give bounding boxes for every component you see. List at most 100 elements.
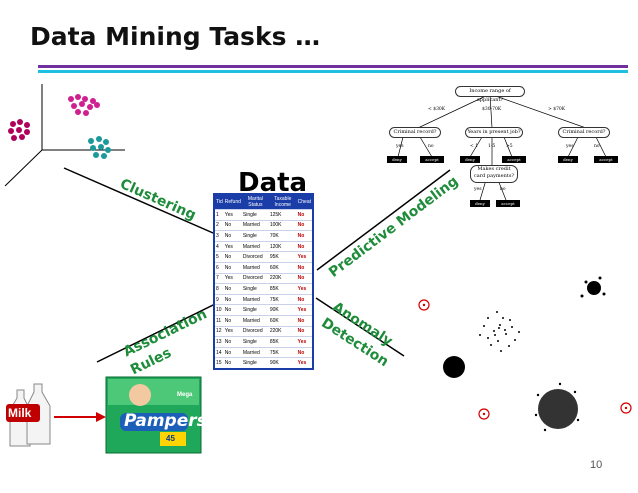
table-cell: No xyxy=(296,240,313,252)
table-cell: No xyxy=(223,336,242,348)
table-cell: 70K xyxy=(268,230,297,242)
table-cell: 220K xyxy=(268,272,297,284)
table-cell: 90K xyxy=(268,304,297,316)
table-cell: No xyxy=(296,261,313,274)
table-cell: Single xyxy=(241,336,269,348)
table-cell: 2 xyxy=(214,219,224,231)
table-cell: Yes xyxy=(296,251,313,263)
table-cell: Single xyxy=(241,304,269,316)
pampers-count: 45 xyxy=(166,434,175,443)
slide-title: Data Mining Tasks … xyxy=(30,22,321,51)
tree-leaf-deny-2: deny xyxy=(460,156,480,163)
table-cell: 10 xyxy=(214,304,224,316)
table-cell: No xyxy=(223,261,242,274)
anomaly-cluster-top-right xyxy=(580,276,606,298)
milk-label: Milk xyxy=(8,406,32,420)
table-cell: 9 xyxy=(214,293,224,305)
tree-node-criminal-right: Criminal record? xyxy=(558,127,610,138)
table-header-cell: Marital Status xyxy=(241,194,269,210)
table-cell: Single xyxy=(241,230,269,242)
table-cell: 3 xyxy=(214,230,224,242)
anomaly-outliers xyxy=(418,299,632,420)
table-cell: Married xyxy=(241,240,269,252)
tree-edge-yes-credit: yes xyxy=(474,187,482,192)
table-cell: Yes xyxy=(223,272,242,284)
table-cell: No xyxy=(296,230,313,242)
table-header-cell: Tid xyxy=(214,194,224,210)
tree-edge-yes: yes xyxy=(396,144,404,149)
tree-edge-1to5: 1-5 xyxy=(488,144,496,149)
table-cell: Divorced xyxy=(241,272,269,284)
table-cell: No xyxy=(223,357,242,369)
table-cell: Yes xyxy=(223,209,242,221)
predictive-connector xyxy=(316,169,451,271)
table-cell: 4 xyxy=(214,240,224,252)
table-cell: 85K xyxy=(268,336,297,348)
table-cell: Single xyxy=(241,283,269,295)
clustering-connector xyxy=(63,167,237,244)
table-cell: Married xyxy=(241,314,269,327)
table-cell: Single xyxy=(241,209,269,221)
table-cell: Yes xyxy=(223,240,242,252)
table-cell: 220K xyxy=(268,325,297,337)
table-cell: 6 xyxy=(214,261,224,274)
title-rule-purple xyxy=(38,65,628,68)
tree-edge-no-credit: no xyxy=(500,187,506,192)
tree-leaf-deny-3: deny xyxy=(558,156,578,163)
table-cell: No xyxy=(296,272,313,284)
table-cell: 120K xyxy=(268,240,297,252)
table-cell: No xyxy=(296,219,313,231)
table-cell: Married xyxy=(241,346,269,358)
table-cell: No xyxy=(296,293,313,305)
pampers-package-illustration xyxy=(105,376,202,454)
tree-leaf-accept-3: accept xyxy=(594,156,618,163)
tree-node-makes-credit: Makes credit card payments? xyxy=(470,165,518,183)
table-cell: Married xyxy=(241,293,269,305)
table-cell: 7 xyxy=(214,272,224,284)
table-cell: 8 xyxy=(214,283,224,295)
table-header-cell: Refund xyxy=(223,194,242,210)
anomaly-dense-cluster-left xyxy=(443,356,465,378)
table-cell: Yes xyxy=(223,325,242,337)
table-cell: Divorced xyxy=(241,325,269,337)
table-cell: No xyxy=(223,219,242,231)
cluster-teal xyxy=(88,136,111,159)
table-cell: 75K xyxy=(268,293,297,305)
milk-bottles-illustration xyxy=(6,383,51,447)
pampers-size-badge: Mega xyxy=(177,392,193,398)
table-cell: No xyxy=(296,346,313,358)
tree-leaf-accept-4: accept xyxy=(496,200,520,207)
tree-leaf-deny-1: deny xyxy=(387,156,407,163)
tree-leaf-deny-4: deny xyxy=(470,200,490,207)
table-cell: 90K xyxy=(268,357,297,369)
table-cell: No xyxy=(223,251,242,263)
tree-edge-gt5: >5 xyxy=(506,144,513,149)
anomaly-connector xyxy=(315,297,405,357)
table-cell: 5 xyxy=(214,251,224,263)
cluster-magenta xyxy=(8,119,30,141)
anomaly-scatter-mid xyxy=(479,311,520,352)
table-header-cell: Taxable Income xyxy=(268,194,297,210)
table-cell: 14 xyxy=(214,346,224,358)
table-cell: 12 xyxy=(214,325,224,337)
table-cell: No xyxy=(296,325,313,337)
table-cell: 1 xyxy=(214,209,224,221)
cluster-axes xyxy=(4,84,125,187)
table-cell: 60K xyxy=(268,314,297,327)
table-header-cell: Cheat xyxy=(296,194,313,210)
table-cell: 125K xyxy=(268,209,297,221)
tree-node-years: Years in present job? xyxy=(465,127,523,138)
